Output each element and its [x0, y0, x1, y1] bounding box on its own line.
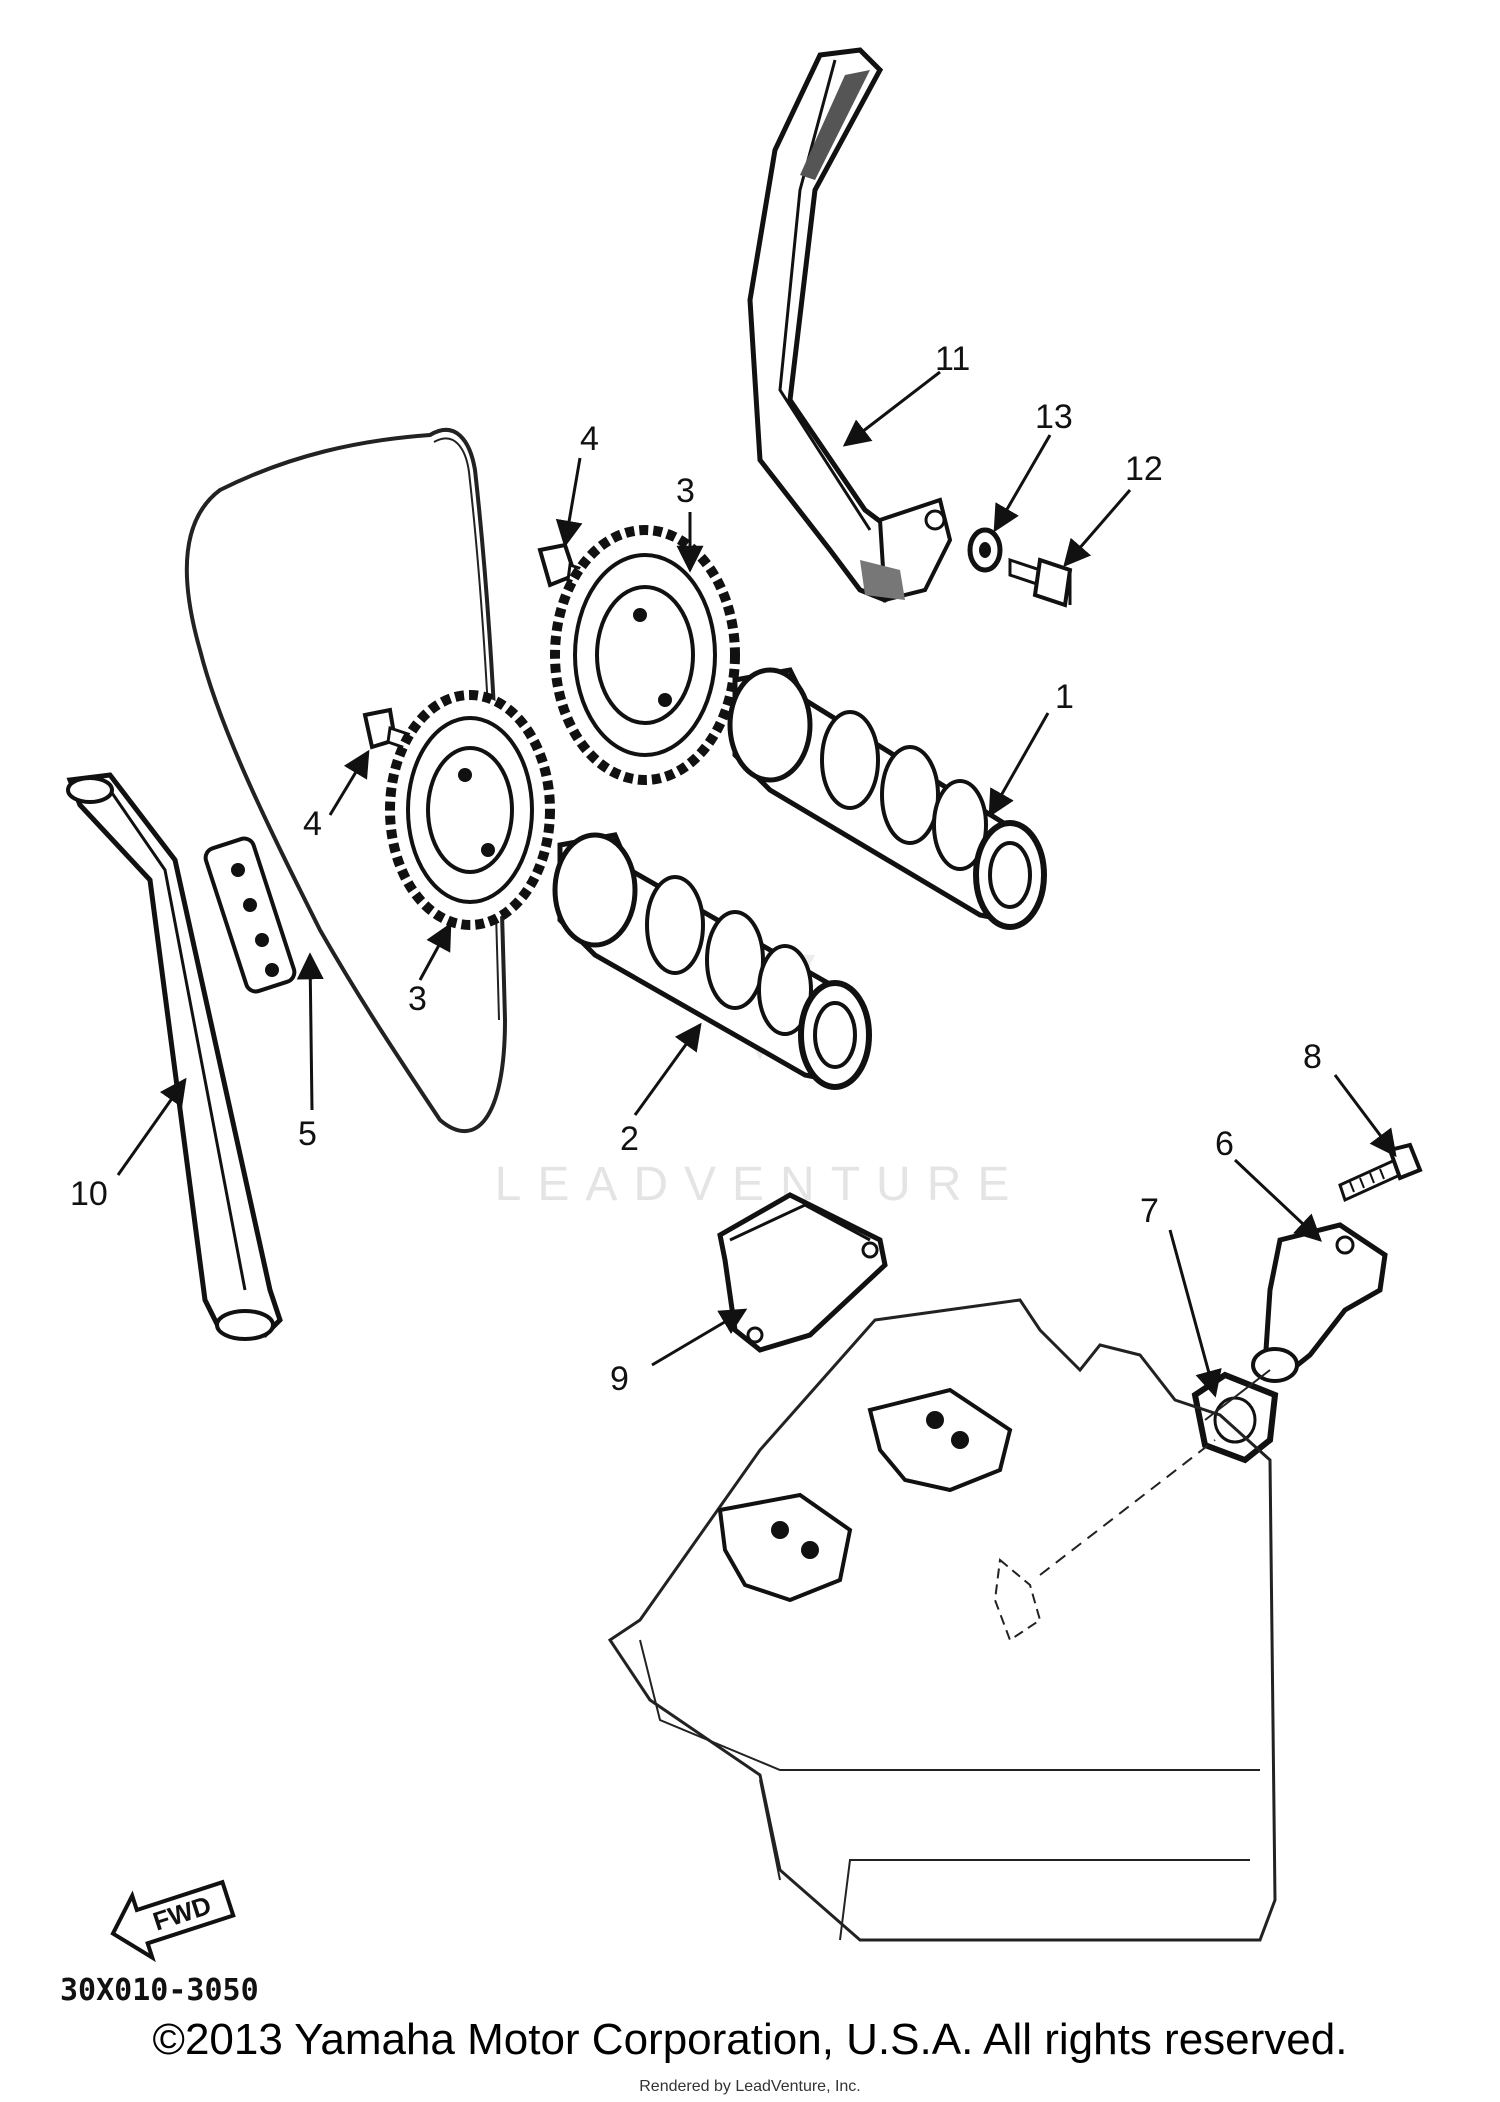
callout-6[interactable]: 6: [1215, 1125, 1234, 1163]
callout-5[interactable]: 5: [298, 1115, 317, 1153]
cam-chain[interactable]: [184, 428, 508, 1133]
chain-guide-part-10[interactable]: [66, 772, 283, 1341]
chain-link-part-5[interactable]: [203, 836, 297, 994]
callout-4-upper[interactable]: 4: [580, 420, 599, 458]
watermark-text: LEADVENTURE: [495, 1158, 1026, 1211]
bolt-part-8[interactable]: [1338, 1142, 1423, 1203]
camshaft-part-2[interactable]: [552, 832, 872, 1090]
cylinder-head: [607, 1298, 1277, 1942]
callout-12[interactable]: 12: [1125, 450, 1163, 488]
bracket-part-9[interactable]: [717, 1192, 888, 1353]
copyright-notice: ©2013 Yamaha Motor Corporation, U.S.A. A…: [152, 2015, 1348, 2064]
callouts: 1 2 3 3 4 4 5 6 7 8 9 10 11 12 13: [70, 340, 1322, 1398]
fwd-arrow: FWD: [110, 1879, 236, 1963]
diagram-code: 30X010-3050: [60, 1973, 259, 2008]
callout-3-upper[interactable]: 3: [676, 472, 695, 510]
callout-4-lower[interactable]: 4: [303, 805, 322, 843]
chain-guide-part-11[interactable]: [747, 47, 953, 603]
callout-8[interactable]: 8: [1303, 1038, 1322, 1076]
washer-part-13[interactable]: [967, 527, 1003, 573]
callout-2[interactable]: 2: [620, 1120, 639, 1158]
callout-9[interactable]: 9: [610, 1360, 629, 1398]
camshaft-part-1[interactable]: [727, 667, 1047, 930]
rendered-by: Rendered by LeadVenture, Inc.: [639, 2078, 861, 2095]
callout-7[interactable]: 7: [1140, 1192, 1159, 1230]
callout-1[interactable]: 1: [1055, 678, 1074, 716]
callout-10[interactable]: 10: [70, 1175, 108, 1213]
sprocket-part-3-upper[interactable]: [550, 525, 740, 785]
bolt-part-12[interactable]: [1008, 557, 1073, 608]
tensioner-part-6[interactable]: [1251, 1222, 1388, 1383]
callout-11[interactable]: 11: [935, 340, 970, 378]
leader-lines: [116, 370, 1397, 1398]
callout-13[interactable]: 13: [1035, 398, 1073, 436]
callout-3-lower[interactable]: 3: [408, 980, 427, 1018]
sprocket-part-3-lower[interactable]: [385, 690, 555, 930]
